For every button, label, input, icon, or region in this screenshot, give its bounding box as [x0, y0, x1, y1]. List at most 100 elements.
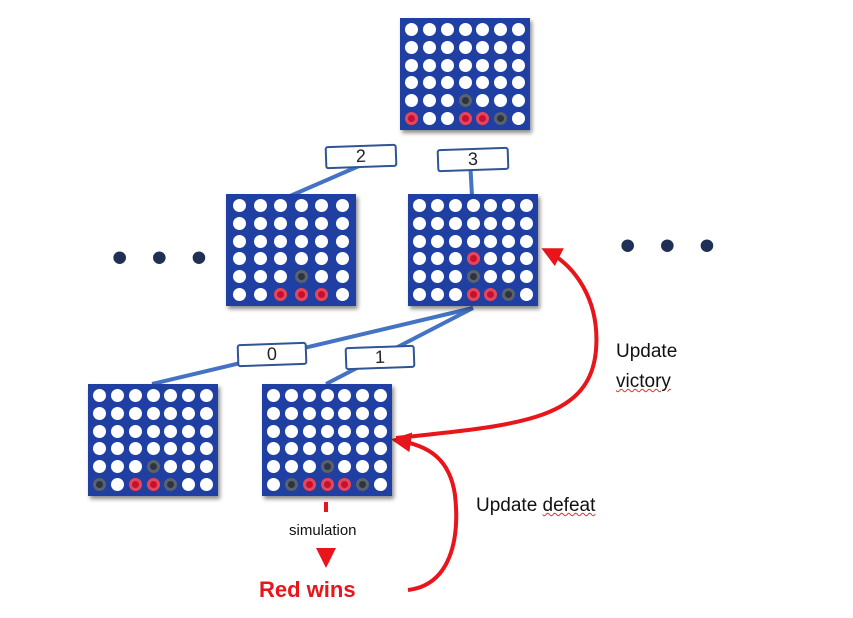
simulation-label: simulation [287, 522, 359, 539]
red-piece [146, 478, 160, 492]
empty-slot [476, 40, 490, 54]
board-left-mid [226, 194, 356, 306]
empty-slot [200, 406, 214, 420]
empty-slot [422, 22, 436, 36]
empty-slot [466, 198, 480, 212]
empty-slot [233, 252, 247, 266]
empty-slot [335, 288, 349, 302]
black-piece [466, 270, 480, 284]
update-defeat-word: defeat [542, 495, 596, 516]
empty-slot [422, 40, 436, 54]
empty-slot [315, 216, 329, 230]
empty-slot [182, 478, 196, 492]
empty-slot [412, 216, 426, 230]
empty-slot [274, 198, 288, 212]
empty-slot [146, 424, 160, 438]
empty-slot [182, 388, 196, 402]
empty-slot [476, 76, 490, 90]
empty-slot [253, 234, 267, 248]
empty-slot [404, 58, 418, 72]
empty-slot [484, 198, 498, 212]
empty-slot [458, 76, 472, 90]
red-piece [338, 478, 352, 492]
empty-slot [448, 234, 462, 248]
update-victory-line2: victory [616, 371, 671, 392]
empty-slot [266, 442, 280, 456]
empty-slot [266, 424, 280, 438]
empty-slot [200, 424, 214, 438]
empty-slot [233, 198, 247, 212]
empty-slot [512, 112, 526, 126]
empty-slot [274, 216, 288, 230]
empty-slot [335, 216, 349, 230]
empty-slot [92, 442, 106, 456]
red-piece [315, 288, 329, 302]
empty-slot [302, 460, 316, 474]
empty-slot [110, 442, 124, 456]
edge-mid-to-leaf0 [151, 306, 474, 386]
empty-slot [512, 22, 526, 36]
black-piece [458, 94, 472, 108]
empty-slot [110, 424, 124, 438]
empty-slot [233, 216, 247, 230]
empty-slot [512, 40, 526, 54]
black-piece [92, 478, 106, 492]
update-victory-line1: Update [616, 341, 678, 362]
empty-slot [302, 388, 316, 402]
empty-slot [274, 270, 288, 284]
empty-slot [494, 58, 508, 72]
empty-slot [253, 198, 267, 212]
empty-slot [294, 216, 308, 230]
empty-slot [512, 76, 526, 90]
empty-slot [182, 460, 196, 474]
empty-slot [146, 442, 160, 456]
empty-slot [338, 460, 352, 474]
empty-slot [476, 58, 490, 72]
empty-slot [315, 198, 329, 212]
update-defeat-label: Update defeat [476, 491, 595, 521]
empty-slot [335, 270, 349, 284]
red-piece [404, 112, 418, 126]
board-root [400, 18, 530, 130]
empty-slot [338, 442, 352, 456]
empty-slot [233, 288, 247, 302]
empty-slot [338, 424, 352, 438]
empty-slot [315, 252, 329, 266]
empty-slot [494, 40, 508, 54]
empty-slot [164, 388, 178, 402]
black-piece [284, 478, 298, 492]
update-victory-arrow [395, 248, 599, 440]
empty-slot [294, 252, 308, 266]
empty-slot [128, 406, 142, 420]
empty-slot [404, 22, 418, 36]
empty-slot [110, 406, 124, 420]
empty-slot [430, 288, 444, 302]
empty-slot [110, 388, 124, 402]
black-piece [146, 460, 160, 474]
empty-slot [422, 94, 436, 108]
empty-slot [266, 406, 280, 420]
empty-slot [320, 406, 334, 420]
empty-slot [320, 442, 334, 456]
empty-slot [512, 58, 526, 72]
empty-slot [302, 406, 316, 420]
empty-slot [430, 234, 444, 248]
empty-slot [110, 478, 124, 492]
empty-slot [484, 252, 498, 266]
empty-slot [494, 76, 508, 90]
empty-slot [430, 270, 444, 284]
empty-slot [374, 460, 388, 474]
empty-slot [164, 442, 178, 456]
empty-slot [440, 94, 454, 108]
black-piece [294, 270, 308, 284]
empty-slot [128, 442, 142, 456]
empty-slot [374, 388, 388, 402]
empty-slot [374, 478, 388, 492]
empty-slot [182, 406, 196, 420]
empty-slot [200, 442, 214, 456]
empty-slot [356, 388, 370, 402]
empty-slot [448, 288, 462, 302]
empty-slot [335, 234, 349, 248]
empty-slot [440, 112, 454, 126]
